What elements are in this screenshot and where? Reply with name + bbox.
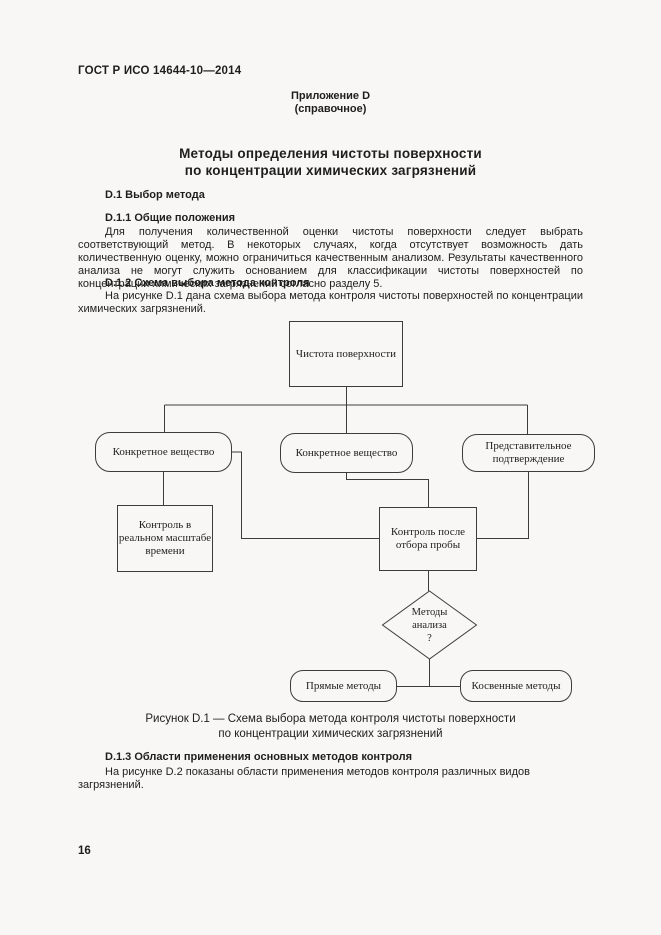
flowchart-node-specific-substance-center: Конкретное вещество xyxy=(280,433,413,473)
flowchart-node-representative-confirmation: Представительное подтверждение xyxy=(462,434,595,472)
flowchart-node-analysis-methods-decision: Методы анализа ? xyxy=(411,606,448,644)
heading-d1: D.1 Выбор метода xyxy=(105,189,205,201)
flowchart-node-indirect-methods: Косвенные методы xyxy=(460,670,572,702)
annex-label: Приложение D (справочное) xyxy=(0,90,661,115)
paragraph-d13: На рисунке D.2 показаны области применен… xyxy=(78,766,530,791)
heading-d11: D.1.1 Общие положения xyxy=(105,212,236,224)
page-title-line-2: по концентрации химических загрязнений xyxy=(184,162,477,178)
flowchart-node-surface-cleanliness: Чистота поверхности xyxy=(289,321,403,387)
figure-caption-line-1: Рисунок D.1 — Схема выбора метода контро… xyxy=(145,713,516,725)
flowchart-node-direct-methods: Прямые методы xyxy=(290,670,397,702)
paragraph-d11: Для получения количественной оценки чист… xyxy=(78,226,583,290)
flowchart-node-specific-substance-left: Конкретное вещество xyxy=(95,432,232,472)
page-number: 16 xyxy=(78,845,91,857)
heading-d13: D.1.3 Области применения основных методо… xyxy=(105,751,413,763)
page-title-line-1: Методы определения чистоты поверхности xyxy=(179,146,482,161)
page-title: Методы определения чистоты поверхности п… xyxy=(0,146,661,179)
standard-code: ГОСТ Р ИСО 14644-10—2014 xyxy=(78,65,242,77)
figure-caption: Рисунок D.1 — Схема выбора метода контро… xyxy=(0,712,661,742)
heading-d12: D.1.2 Схема выбора метода контроля xyxy=(105,277,310,289)
paragraph-d12: На рисунке D.1 дана схема выбора метода … xyxy=(78,290,583,315)
annex-line-1: Приложение D xyxy=(290,90,371,102)
figure-caption-line-2: по концентрации химических загрязнений xyxy=(218,728,443,740)
flowchart-node-realtime-control: Контроль в реальном масштабе времени xyxy=(117,505,213,572)
flowchart-node-sampling-control: Контроль после отбора пробы xyxy=(379,507,477,571)
annex-line-2: (справочное) xyxy=(294,102,367,115)
